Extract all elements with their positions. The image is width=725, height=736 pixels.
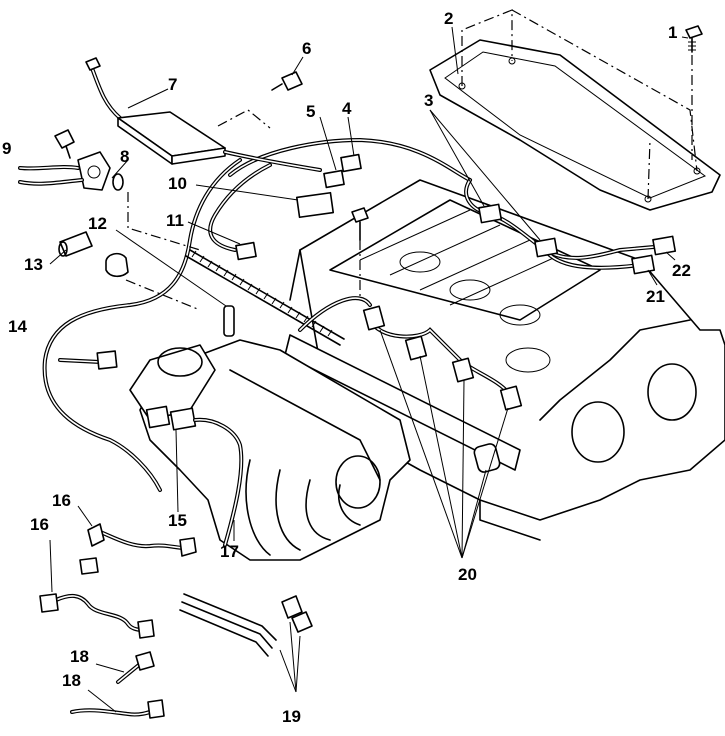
callout-16-upper: 16	[52, 491, 71, 510]
callout-8: 8	[120, 147, 130, 166]
sensor-6	[271, 71, 303, 91]
callout-12: 12	[88, 214, 107, 233]
callout-18-lower: 18	[62, 671, 81, 690]
fuel-lines-19	[179, 593, 313, 657]
callout-9: 9	[2, 139, 12, 158]
engine-block	[289, 179, 725, 541]
harness-connectors	[96, 153, 677, 370]
callout-3: 3	[424, 91, 434, 110]
fuel-rail	[185, 249, 521, 471]
callout-20: 20	[458, 565, 477, 584]
intake-manifold	[129, 339, 411, 561]
callout-22: 22	[672, 261, 691, 280]
leader-lines	[49, 26, 689, 713]
module-7	[85, 57, 322, 172]
callout-2: 2	[444, 9, 454, 28]
wiring-harness	[42, 137, 667, 492]
callout-15: 15	[168, 511, 187, 530]
hose-18-upper	[116, 651, 155, 684]
callout-14: 14	[8, 317, 27, 336]
bolt-rail	[351, 207, 369, 241]
pin-12	[223, 305, 235, 337]
callout-17: 17	[220, 542, 239, 561]
callout-11: 11	[166, 211, 184, 230]
callout-5: 5	[306, 102, 316, 121]
injector-connectors-20	[298, 240, 523, 473]
callout-6: 6	[302, 39, 312, 58]
callout-4: 4	[342, 99, 352, 118]
callout-7: 7	[168, 75, 178, 94]
clip-12	[105, 252, 201, 311]
engine-cover-plate	[429, 9, 721, 211]
callout-21: 21	[646, 287, 665, 306]
callout-1: 1	[668, 23, 678, 42]
callout-16-lower: 16	[30, 515, 49, 534]
callout-19: 19	[282, 707, 301, 726]
bracket-9	[18, 129, 201, 251]
hose-16-upper	[79, 523, 197, 575]
bolt-1	[685, 25, 703, 160]
hose-18-lower	[70, 699, 165, 719]
callout-13: 13	[24, 255, 43, 274]
callout-10: 10	[168, 174, 187, 193]
callout-18-upper: 18	[70, 647, 89, 666]
hose-16-lower	[39, 593, 155, 639]
